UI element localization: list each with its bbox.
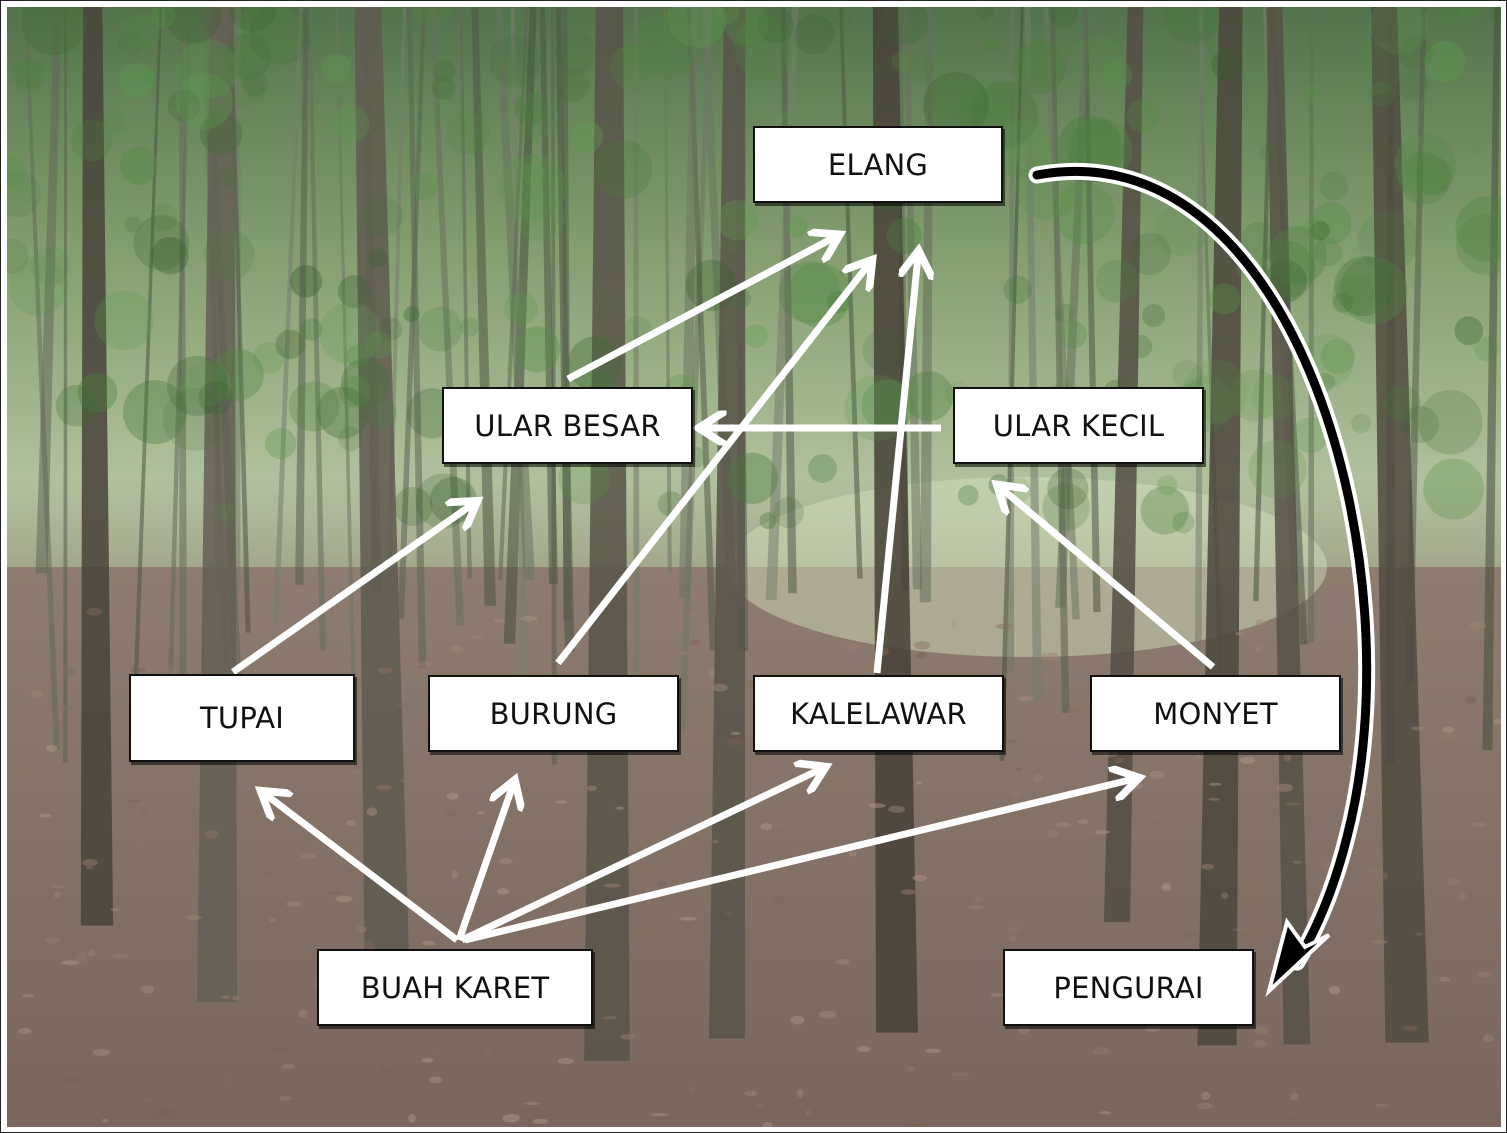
node-burung: BURUNG	[428, 675, 679, 752]
arrow-ular-besar-to-elang	[566, 237, 835, 383]
node-kalelawar: KALELAWAR	[753, 675, 1004, 752]
node-buah-karet: BUAH KARET	[317, 949, 593, 1026]
food-web-arrows	[230, 163, 1376, 998]
node-ular-besar: ULAR BESAR	[442, 387, 693, 464]
arrow-elang-to-pengurai	[1028, 163, 1376, 998]
arrow-tupai-to-ular-besar	[230, 504, 473, 675]
arrow-buah-karet-to-monyet	[464, 779, 1134, 944]
node-tupai: TUPAI	[129, 674, 355, 762]
arrow-kalelawar-to-elang	[873, 256, 918, 674]
node-monyet: MONYET	[1090, 675, 1341, 752]
node-pengurai: PENGURAI	[1003, 949, 1254, 1026]
arrow-burung-to-elang	[555, 264, 869, 666]
forest-background	[7, 7, 1501, 1127]
node-elang: ELANG	[753, 126, 1003, 203]
arrow-buah-karet-to-tupai	[265, 794, 460, 943]
rubber-plantation-photo: ELANG ULAR BESAR ULAR KECIL TUPAI BURUNG…	[7, 7, 1501, 1127]
arrow-buah-karet-to-burung	[455, 785, 513, 942]
arrow-buah-karet-to-kalelawar	[460, 769, 821, 944]
arrow-monyet-to-ular-kecil	[1001, 488, 1216, 670]
node-ular-kecil: ULAR KECIL	[953, 387, 1204, 464]
